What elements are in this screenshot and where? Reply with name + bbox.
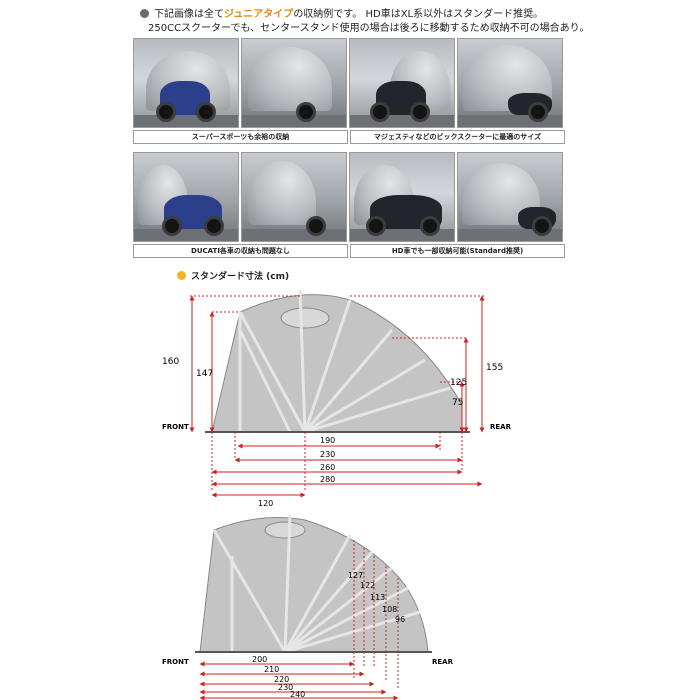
- standard-height-160: 160: [162, 357, 179, 367]
- caption-ducati: DUCATI各車の収納も問題なし: [133, 244, 348, 258]
- standard-height-147: 147: [196, 369, 213, 379]
- standard-height-75: 75: [452, 398, 463, 408]
- standard-ribs: [238, 289, 451, 434]
- standard-length-280: 280: [320, 475, 335, 484]
- caption-bigscooter: マジェスティなどのビックスクーターに最適のサイズ: [350, 130, 565, 144]
- junior-length-240: 240: [290, 690, 305, 699]
- junior-tent-shape: [199, 517, 429, 653]
- standard-vent: [280, 307, 330, 329]
- photo-grid-row-1: スーパースポーツも余裕の収納 マジェスティなどのビックスクーターに最適のサイズ: [133, 38, 565, 144]
- standard-length-190: 190: [320, 436, 335, 445]
- junior-height-127: 127: [348, 571, 363, 580]
- intro-line-2: 250CCスクーターでも、センタースタンド使用の場合は後ろに移動するため収納不可…: [148, 23, 590, 34]
- junior-length-230: 230: [278, 683, 293, 692]
- junior-rear-label: REAR: [432, 658, 454, 666]
- junior-height-122: 122: [360, 581, 375, 590]
- junior-length-220: 220: [274, 675, 289, 684]
- photo-supersport-cover-closed: [241, 38, 347, 128]
- photo-harley-cover-closed: [457, 152, 563, 242]
- junior-length-200: 200: [252, 655, 267, 664]
- intro-line-1: 下記画像は全てジュニアタイプの収納例です。 HD車はXL系以外はスタンダード推奨…: [140, 8, 620, 22]
- dimensions-heading: スタンダード寸法 (cm): [177, 269, 289, 282]
- photo-ducati-cover-open: [133, 152, 239, 242]
- standard-length-260: 260: [320, 463, 335, 472]
- photo-supersport-cover-open: [133, 38, 239, 128]
- photo-bigscooter-cover-closed: [457, 38, 563, 128]
- standard-height-155: 155: [486, 363, 503, 373]
- standard-height-125: 125: [450, 378, 467, 388]
- junior-vent: [264, 521, 306, 539]
- standard-length-120: 120: [258, 499, 273, 508]
- photo-grid-row-2: DUCATI各車の収納も問題なし HD車でも一部収納可能(Standard推奨): [133, 152, 565, 258]
- photo-ducati-cover-closed: [241, 152, 347, 242]
- junior-height-113: 113: [370, 593, 385, 602]
- junior-height-108: 108: [382, 605, 397, 614]
- bullet-icon: [140, 9, 149, 18]
- standard-front-label: FRONT: [162, 423, 189, 431]
- photo-bigscooter-cover-open: [349, 38, 455, 128]
- photo-harley-cover-open: [349, 152, 455, 242]
- junior-type-highlight: ジュニアタイプ: [224, 9, 294, 20]
- junior-front-label: FRONT: [162, 658, 189, 666]
- standard-length-230: 230: [320, 450, 335, 459]
- caption-supersport: スーパースポーツも余裕の収納: [133, 130, 348, 144]
- caption-harley: HD車でも一部収納可能(Standard推奨): [350, 244, 565, 258]
- junior-length-210: 210: [264, 665, 279, 674]
- standard-rear-label: REAR: [490, 423, 512, 431]
- junior-height-96: 96: [395, 615, 405, 624]
- bullet-icon: [177, 271, 186, 280]
- intro-text: 下記画像は全てジュニアタイプの収納例です。 HD車はXL系以外はスタンダード推奨…: [140, 8, 620, 36]
